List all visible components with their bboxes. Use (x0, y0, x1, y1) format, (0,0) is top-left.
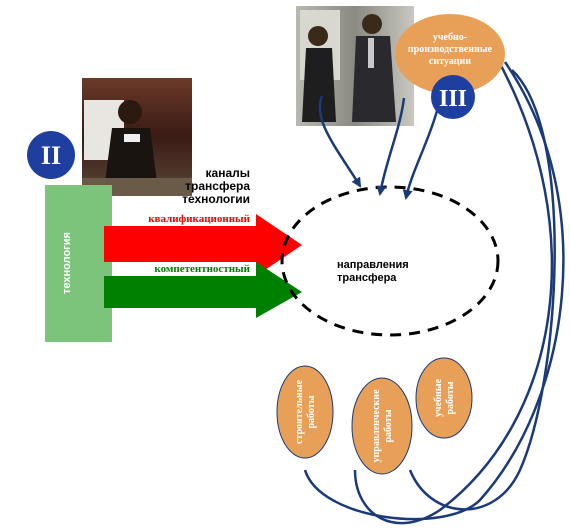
channels-heading-line-1: каналы (206, 166, 250, 180)
directions-circle: направления трансфера (280, 185, 500, 337)
badge-right: III (431, 75, 475, 119)
work-label-management-line-1: управленческие (371, 389, 382, 463)
situations-label-line-3: ситуации (429, 56, 471, 67)
badge-right-text: III (439, 86, 467, 112)
work-label-management-line-2: работы (383, 409, 394, 442)
channel-label-competence: компетентностный (154, 263, 250, 275)
technology-box: технология (45, 185, 112, 342)
badge-left-text: II (41, 141, 61, 170)
badge-left: II (27, 131, 75, 179)
situations-label-line-1: учебно- (433, 32, 467, 43)
photo-group (296, 6, 414, 126)
photo-presenter (82, 78, 192, 196)
technology-label: технология (61, 232, 73, 294)
work-label-educational-line-1: учебные (433, 378, 444, 417)
channels-heading-line-3: технологии (182, 192, 250, 206)
channel-arrow-qualification: квалификационный (104, 213, 302, 276)
connector-lines (303, 59, 565, 525)
channels-heading-line-2: трансфера (185, 179, 250, 193)
work-label-educational-line-2: работы (445, 381, 456, 414)
channels-heading: каналы трансфера технологии (182, 166, 250, 206)
directions-label-line-1: направления (337, 259, 409, 271)
situations-oval: учебно- производственные ситуации (395, 14, 505, 94)
directions-label-line-2: трансфера (337, 272, 397, 284)
work-label-construction-line-2: работы (306, 395, 317, 428)
channel-arrow-competence: компетентностный (104, 262, 302, 318)
work-oval-educational: учебные работы (415, 357, 473, 439)
situations-label-line-2: производственные (408, 44, 493, 55)
work-label-construction-line-1: строительные (294, 379, 305, 444)
work-oval-management: управленческие работы (351, 377, 413, 475)
work-oval-construction: строительные работы (276, 365, 334, 459)
channel-label-qualification: квалификационный (148, 213, 250, 225)
